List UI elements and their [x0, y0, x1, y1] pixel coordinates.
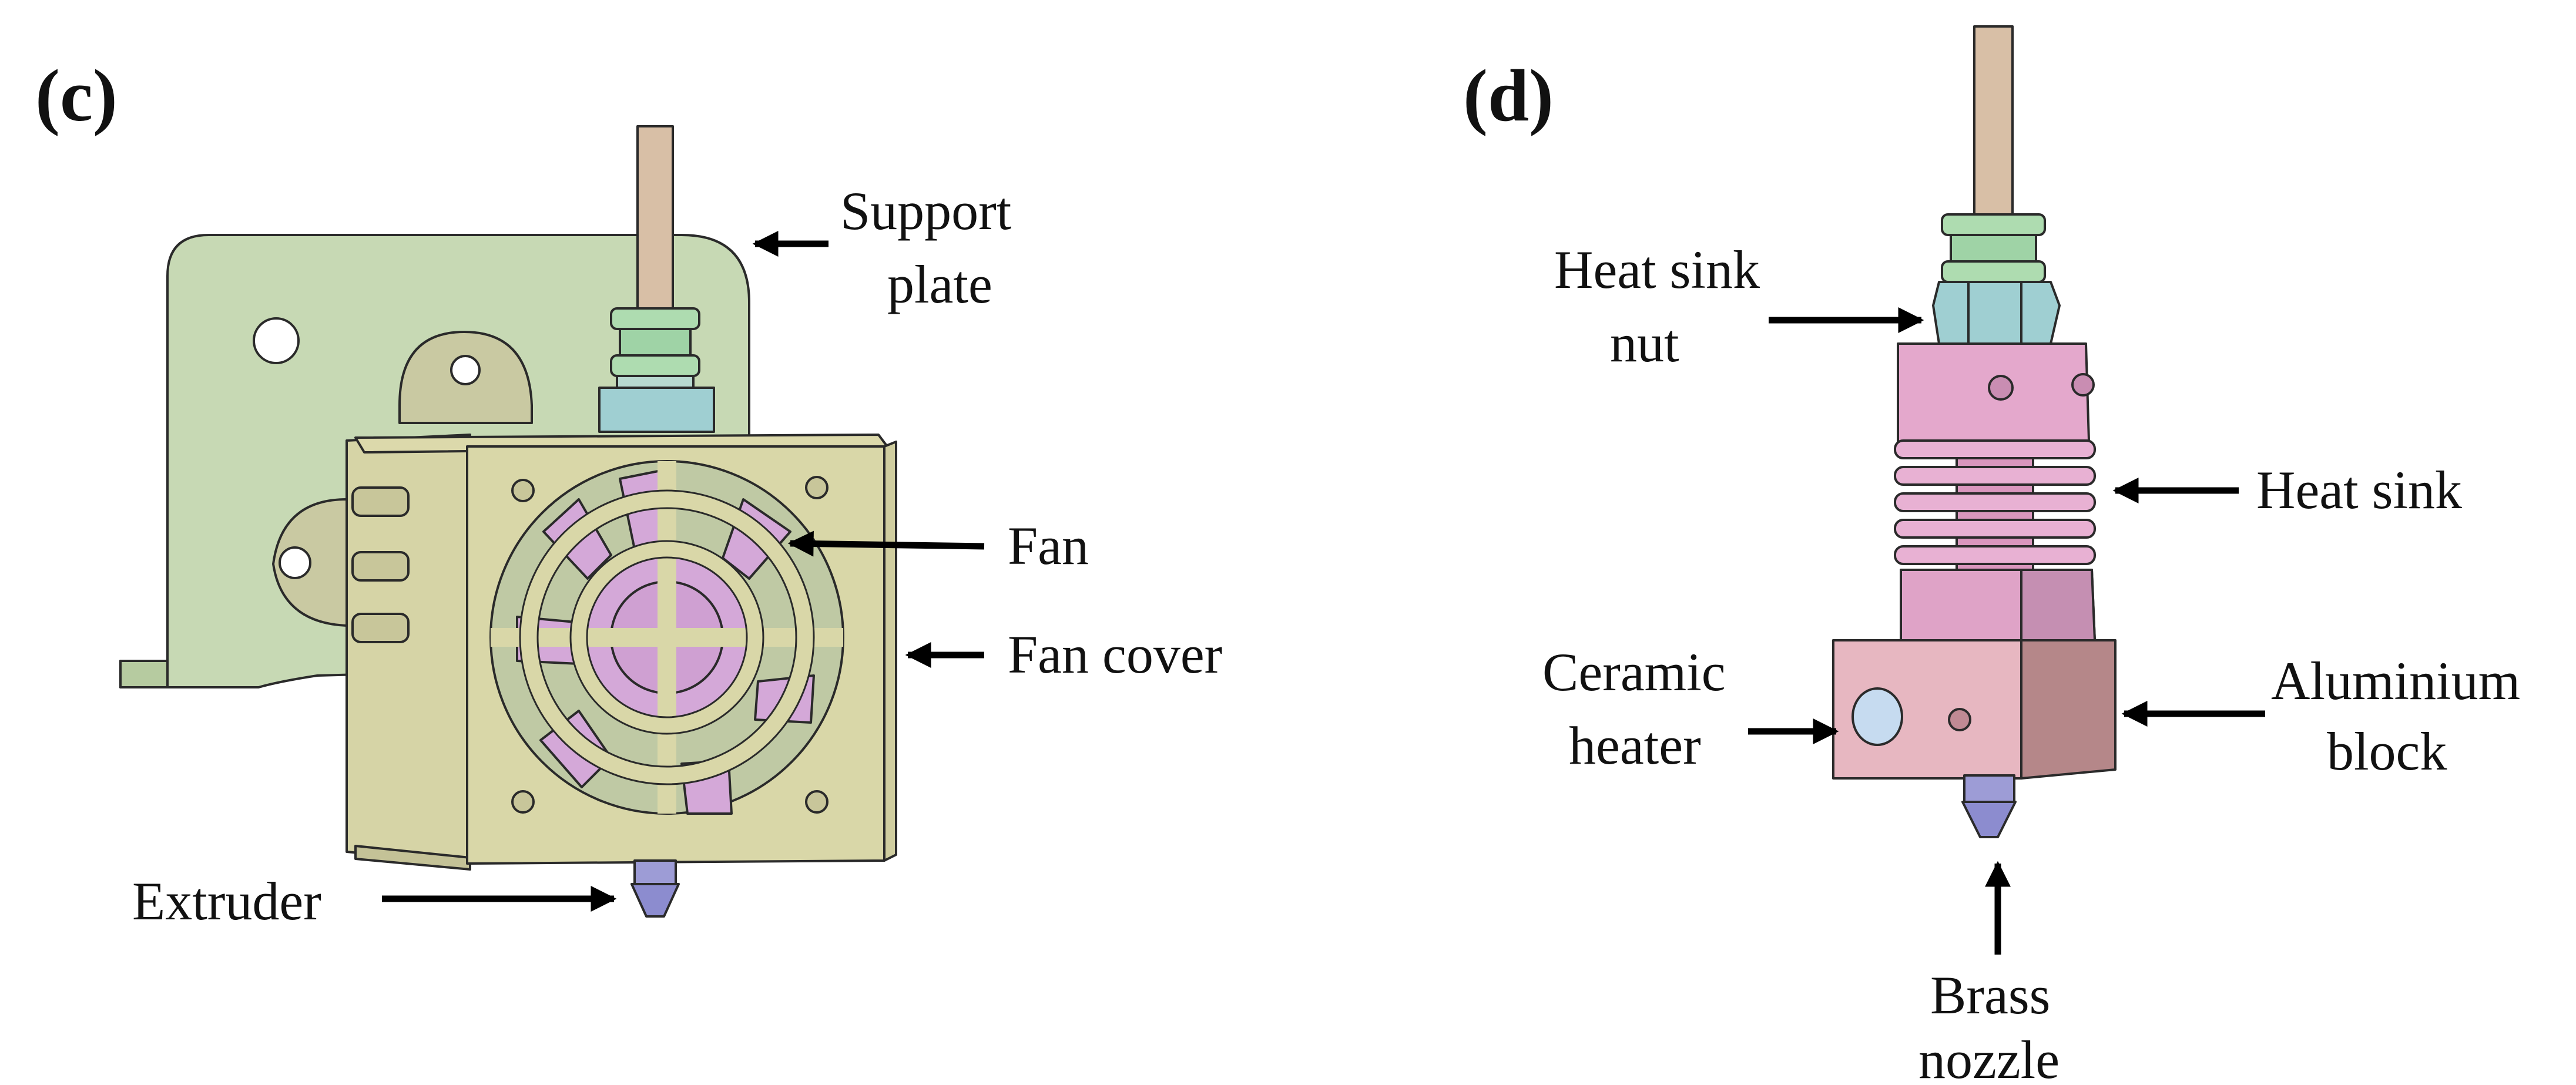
svg-text:Heat sink: Heat sink — [1554, 240, 1760, 300]
panel-d-label: (d) — [1463, 55, 1554, 137]
panel-c: (c) — [35, 55, 1222, 931]
label-heat-sink: Heat sink — [2256, 460, 2462, 520]
aluminium-block-part — [1832, 639, 2117, 780]
ceramic-heater-part — [1852, 687, 1903, 746]
label-heat-sink-nut: Heat sink nut — [1554, 240, 1760, 373]
top-nut-part — [1941, 213, 2046, 283]
svg-text:Aluminium: Aluminium — [2271, 651, 2520, 711]
label-fan-cover: Fan cover — [1008, 624, 1222, 684]
fan-grill — [491, 461, 843, 814]
brass-nozzle-part — [1961, 774, 2017, 838]
label-support-plate: Support plate — [840, 181, 1012, 314]
label-ceramic-heater: Ceramic heater — [1542, 642, 1726, 775]
label-aluminium-block: Aluminium block — [2271, 651, 2520, 781]
label-extruder: Extruder — [132, 871, 321, 931]
filament-tube-d — [1973, 25, 2014, 221]
filament-tube-c — [598, 125, 715, 433]
fan-grill-outline — [519, 489, 815, 785]
heat-sink-part — [1894, 342, 2096, 641]
panel-d: (d) — [1463, 25, 2520, 1085]
svg-text:heater: heater — [1569, 716, 1701, 775]
label-brass-nozzle: Brass nozzle — [1918, 965, 2060, 1085]
svg-text:block: block — [2327, 721, 2447, 781]
svg-text:Ceramic: Ceramic — [1542, 642, 1726, 702]
panel-c-label: (c) — [35, 55, 118, 137]
svg-text:plate: plate — [887, 254, 992, 314]
svg-text:nozzle: nozzle — [1918, 1030, 2060, 1085]
svg-text:nut: nut — [1610, 313, 1679, 373]
fan-cover-side — [346, 434, 471, 871]
svg-text:Support: Support — [840, 181, 1012, 241]
extruder-part — [630, 859, 680, 918]
label-fan: Fan — [1008, 516, 1089, 576]
arrow-fan — [787, 530, 985, 557]
svg-text:Brass: Brass — [1930, 965, 2050, 1025]
heat-sink-nut-part — [1932, 281, 2061, 345]
